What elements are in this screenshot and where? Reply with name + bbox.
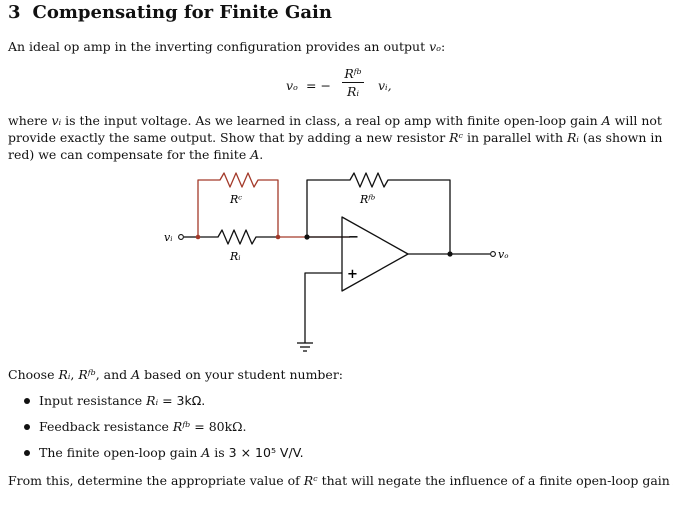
gain-equation: vₒ = − Rᶠᵇ Rᵢ vᵢ, bbox=[286, 66, 436, 106]
node-inverting bbox=[304, 234, 310, 240]
label-ri: Rᵢ bbox=[229, 250, 241, 263]
circuit-diagram: Rᶜ Rᶠᵇ Rᵢ vᵢ vₒ − + bbox=[164, 172, 508, 352]
p2-ri: Rᵢ bbox=[567, 130, 579, 145]
list-item: The finite open-loop gain A is 3 × 10⁵ V… bbox=[24, 444, 304, 470]
intro-paragraph: An ideal op amp in the inverting configu… bbox=[8, 38, 445, 55]
b0-sym: Rᵢ bbox=[146, 393, 159, 408]
p2-e: (as shown in red) we can compensate for … bbox=[8, 130, 663, 162]
terminal-vo bbox=[490, 251, 496, 257]
p2-A2: A bbox=[250, 147, 260, 162]
p2-rc: Rᶜ bbox=[449, 130, 463, 145]
b2-eq: is bbox=[214, 445, 225, 460]
section-heading: 3 Compensating for Finite Gain bbox=[8, 2, 332, 23]
node-output bbox=[447, 251, 453, 257]
b1-val: 80kΩ. bbox=[208, 419, 247, 434]
compensation-branch bbox=[197, 172, 279, 237]
node-rc-right bbox=[275, 234, 281, 240]
b0-pre: Input resistance bbox=[39, 393, 143, 408]
label-rfb: Rᶠᵇ bbox=[359, 193, 375, 206]
bullet-icon bbox=[24, 449, 30, 456]
equation-rhs: vᵢ, bbox=[378, 78, 392, 93]
b1-eq: = bbox=[194, 419, 205, 434]
b1-sym: Rᶠᵇ bbox=[172, 419, 191, 434]
p3-rfb: Rᶠᵇ bbox=[78, 367, 96, 382]
equation-denominator: Rᵢ bbox=[347, 84, 359, 99]
b1-pre: Feedback resistance bbox=[39, 419, 169, 434]
label-rc: Rᶜ bbox=[229, 193, 242, 206]
bullet-icon bbox=[24, 423, 30, 430]
p3-b: , bbox=[70, 367, 75, 382]
section-number: 3 bbox=[8, 2, 21, 23]
p2-b: is the input voltage. As we learned in c… bbox=[65, 113, 598, 128]
label-vo: vₒ bbox=[498, 248, 508, 261]
label-plus: + bbox=[347, 267, 358, 282]
node-input bbox=[195, 234, 201, 240]
b2-pre: The finite open-loop gain bbox=[39, 445, 198, 460]
b2-val: 3 × 10⁵ V/V. bbox=[228, 445, 304, 460]
intro-text: An ideal op amp in the inverting configu… bbox=[8, 39, 426, 54]
equation-numerator: Rᶠᵇ bbox=[344, 66, 362, 81]
op-amp-triangle bbox=[341, 216, 409, 292]
intro-colon: : bbox=[441, 39, 446, 54]
p3-ri: Rᵢ bbox=[58, 367, 71, 382]
equation-lhs: vₒ bbox=[286, 78, 298, 93]
problem-paragraph: where vᵢ is the input voltage. As we lea… bbox=[8, 112, 668, 163]
p2-f: . bbox=[259, 147, 264, 162]
equation-equals: = − bbox=[306, 78, 331, 93]
b0-eq: = bbox=[162, 393, 173, 408]
p3-c: , and bbox=[95, 367, 128, 382]
list-item: Input resistance Rᵢ = 3kΩ. bbox=[24, 392, 304, 418]
p4-rc: Rᶜ bbox=[303, 473, 318, 488]
ri-resistor bbox=[198, 229, 278, 245]
p2-d: in parallel with bbox=[466, 130, 564, 145]
p2-vi: vᵢ bbox=[51, 113, 62, 128]
fraction-bar bbox=[342, 82, 364, 83]
b0-val: 3kΩ. bbox=[176, 393, 206, 408]
label-vi: vᵢ bbox=[164, 231, 172, 244]
terminal-vi bbox=[178, 234, 184, 240]
p2-c: will not provide exactly the same output… bbox=[8, 113, 662, 145]
bullet-icon bbox=[24, 397, 30, 404]
choose-paragraph: Choose Rᵢ, Rᶠᵇ, and A based on your stud… bbox=[8, 366, 343, 383]
equation-fraction: Rᶠᵇ Rᵢ bbox=[342, 66, 364, 99]
parameter-list: Input resistance Rᵢ = 3kΩ. Feedback resi… bbox=[24, 392, 304, 470]
b2-sym: A bbox=[201, 445, 211, 460]
p4-b: that will negate the influence of a fini… bbox=[321, 473, 670, 488]
list-item: Feedback resistance Rᶠᵇ = 80kΩ. bbox=[24, 418, 304, 444]
main-wiring bbox=[184, 172, 490, 352]
p2-A1: A bbox=[601, 113, 611, 128]
rc-resistor bbox=[197, 172, 279, 237]
p3-A: A bbox=[131, 367, 141, 382]
intro-vo-symbol: vₒ bbox=[429, 39, 441, 54]
p3-d: based on your student number: bbox=[144, 367, 344, 382]
p4-a: From this, determine the appropriate val… bbox=[8, 473, 300, 488]
p2-a: where bbox=[8, 113, 48, 128]
p3-a: Choose bbox=[8, 367, 55, 382]
section-title: Compensating for Finite Gain bbox=[32, 2, 332, 23]
conclusion-paragraph: From this, determine the appropriate val… bbox=[8, 472, 673, 489]
label-minus: − bbox=[348, 230, 359, 245]
